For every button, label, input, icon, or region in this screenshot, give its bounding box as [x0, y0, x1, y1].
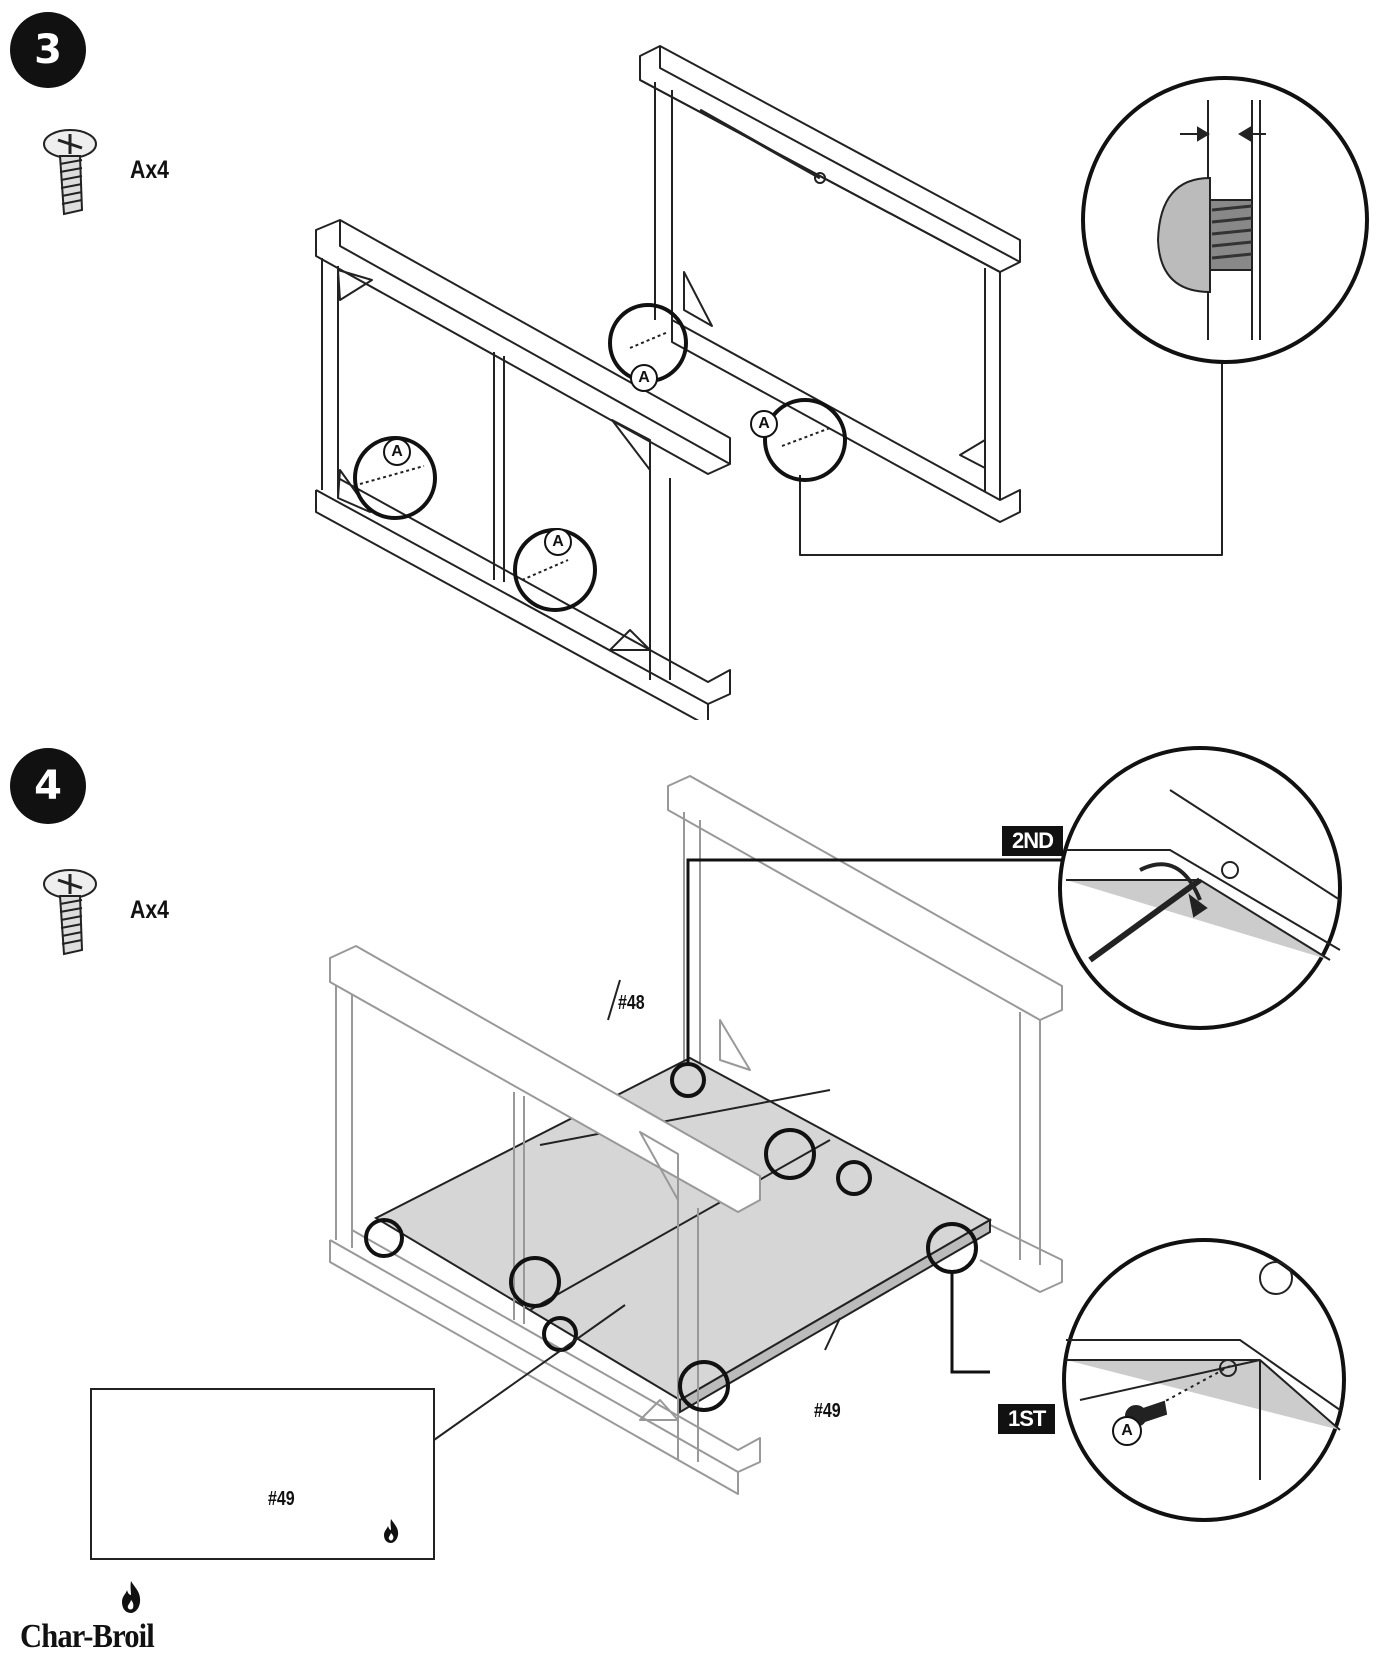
step-3-badge: 3 — [10, 12, 86, 88]
step-4-number: 4 — [34, 763, 62, 809]
step-3-callout-a: A — [383, 438, 411, 466]
step-3-number: 3 — [34, 27, 62, 73]
part-label-48: #48 — [618, 992, 645, 1014]
step-3-hardware-quantity: Ax4 — [130, 156, 169, 184]
step-4-detail-callout-a: A — [1112, 1416, 1142, 1446]
screw-icon — [43, 129, 97, 216]
step-3-callout-a: A — [630, 364, 658, 392]
screw-icon — [43, 869, 97, 956]
step-4-hardware-quantity: Ax4 — [130, 896, 169, 924]
order-tag-1st: 1ST — [998, 1404, 1056, 1434]
step-3-callout-a: A — [544, 528, 572, 556]
part-label-49: #49 — [814, 1400, 841, 1422]
order-tag-2nd: 2ND — [1002, 826, 1064, 856]
step-3-callout-a: A — [750, 410, 778, 438]
step-4-diagram — [329, 746, 1346, 1522]
flame-icon — [122, 1581, 141, 1613]
note-box: #49 — [90, 1388, 435, 1560]
step-4-badge: 4 — [10, 748, 86, 824]
note-part-label: #49 — [268, 1488, 295, 1510]
brand-logo: Char-Broil — [20, 1618, 155, 1655]
flame-icon — [384, 1519, 399, 1543]
step-3-diagram — [315, 45, 1369, 720]
